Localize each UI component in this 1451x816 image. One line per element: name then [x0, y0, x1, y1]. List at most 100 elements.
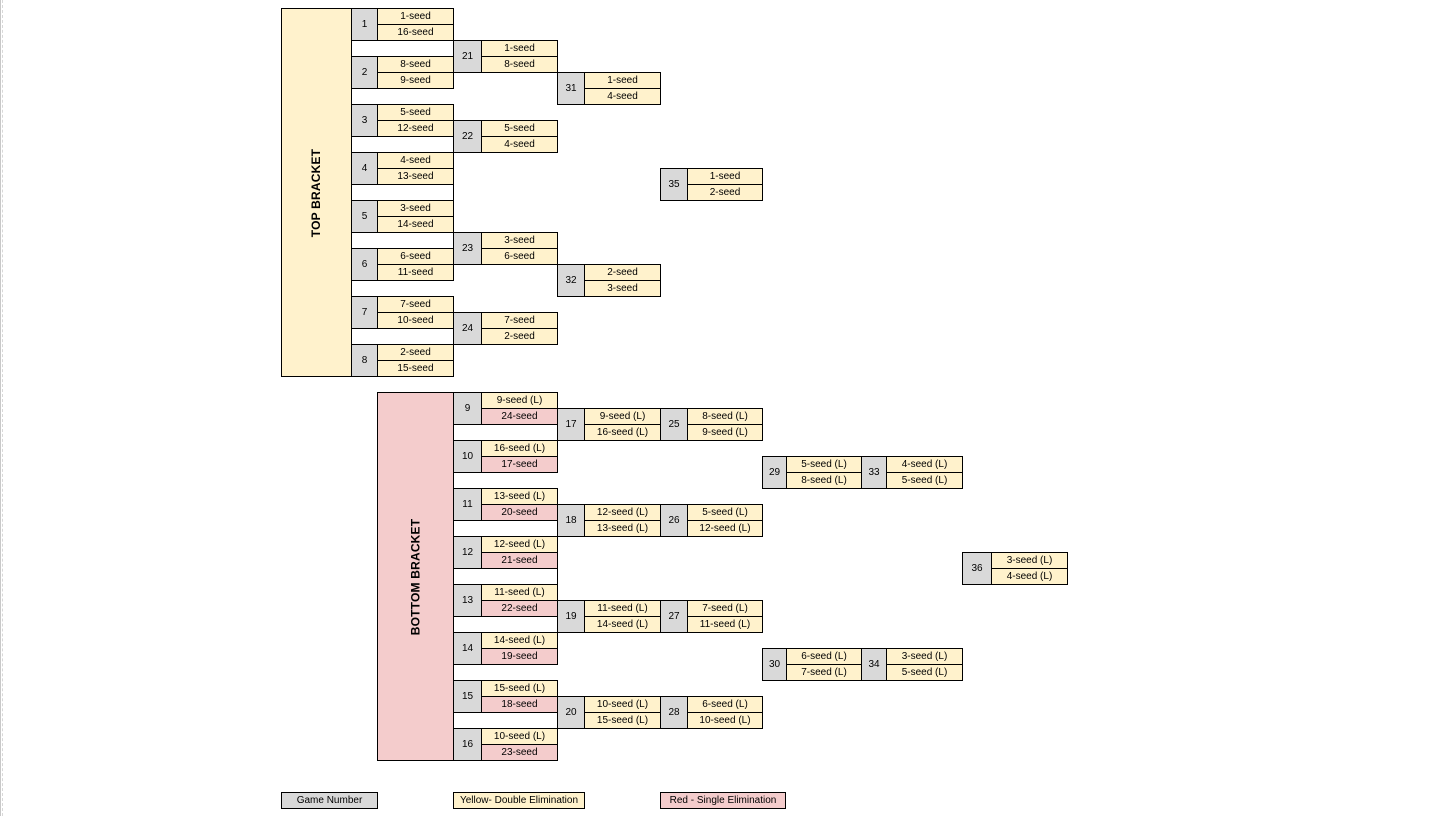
game-number: 29: [762, 456, 787, 489]
team-slot: 14-seed (L): [481, 632, 558, 649]
bracket-spacer: [453, 568, 558, 585]
bracket-spacer: [351, 232, 454, 249]
team-slot: 4-seed: [481, 136, 558, 153]
team-slot: 2-seed: [687, 184, 763, 201]
sheet-left-border: [0, 0, 1, 816]
team-slot: 15-seed: [377, 360, 454, 377]
top-bracket-label-text: TOP BRACKET: [309, 148, 324, 237]
game-number: 17: [557, 408, 585, 441]
team-slot: 15-seed (L): [584, 712, 661, 729]
team-slot: 7-seed (L): [786, 664, 862, 681]
game-number: 8: [351, 344, 378, 377]
game-number: 35: [660, 168, 688, 201]
team-slot: 11-seed: [377, 264, 454, 281]
team-slot: 5-seed: [377, 104, 454, 121]
team-slot: 10-seed: [377, 312, 454, 329]
team-slot: 16-seed: [377, 24, 454, 41]
game-number: 19: [557, 600, 585, 633]
team-slot: 21-seed: [481, 552, 558, 569]
game-number: 23: [453, 232, 482, 265]
game-number: 4: [351, 152, 378, 185]
game-number: 22: [453, 120, 482, 153]
team-slot: 9-seed: [377, 72, 454, 89]
team-slot: 4-seed: [377, 152, 454, 169]
game-number: 6: [351, 248, 378, 281]
game-number: 25: [660, 408, 688, 441]
team-slot: 12-seed (L): [687, 520, 763, 537]
team-slot: 13-seed (L): [584, 520, 661, 537]
bracket-spacer: [351, 328, 454, 345]
team-slot: 16-seed (L): [584, 424, 661, 441]
team-slot: 9-seed (L): [687, 424, 763, 441]
game-number: 24: [453, 312, 482, 345]
team-slot: 8-seed: [481, 56, 558, 73]
team-slot: 9-seed (L): [481, 392, 558, 409]
team-slot: 16-seed (L): [481, 440, 558, 457]
team-slot: 14-seed (L): [584, 616, 661, 633]
team-slot: 11-seed (L): [481, 584, 558, 601]
game-number: 9: [453, 392, 482, 425]
legend-game-number: Game Number: [281, 792, 378, 809]
team-slot: 1-seed: [481, 40, 558, 57]
bottom-bracket-label: BOTTOM BRACKET: [377, 392, 454, 761]
team-slot: 24-seed: [481, 408, 558, 425]
team-slot: 5-seed (L): [886, 664, 963, 681]
team-slot: 2-seed: [377, 344, 454, 361]
team-slot: 15-seed (L): [481, 680, 558, 697]
team-slot: 20-seed: [481, 504, 558, 521]
bottom-bracket-label-text: BOTTOM BRACKET: [408, 518, 423, 635]
game-number: 7: [351, 296, 378, 329]
game-number: 36: [962, 552, 992, 585]
game-number: 32: [557, 264, 585, 297]
team-slot: 1-seed: [377, 8, 454, 25]
team-slot: 12-seed (L): [481, 536, 558, 553]
legend-single-elimination: Red - Single Elimination: [660, 792, 786, 809]
game-number: 10: [453, 440, 482, 473]
team-slot: 13-seed (L): [481, 488, 558, 505]
game-number: 20: [557, 696, 585, 729]
team-slot: 3-seed: [584, 280, 661, 297]
team-slot: 3-seed: [377, 200, 454, 217]
team-slot: 22-seed: [481, 600, 558, 617]
legend-double-elimination: Yellow- Double Elimination: [453, 792, 585, 809]
team-slot: 5-seed (L): [687, 504, 763, 521]
team-slot: 23-seed: [481, 744, 558, 761]
team-slot: 2-seed: [481, 328, 558, 345]
team-slot: 6-seed (L): [786, 648, 862, 665]
team-slot: 10-seed (L): [481, 728, 558, 745]
team-slot: 11-seed (L): [584, 600, 661, 617]
game-number: 30: [762, 648, 787, 681]
game-number: 26: [660, 504, 688, 537]
team-slot: 6-seed: [481, 248, 558, 265]
team-slot: 5-seed: [481, 120, 558, 137]
team-slot: 1-seed: [687, 168, 763, 185]
team-slot: 8-seed (L): [786, 472, 862, 489]
bracket-spacer: [351, 184, 454, 201]
game-number: 31: [557, 72, 585, 105]
game-number: 12: [453, 536, 482, 569]
team-slot: 2-seed: [584, 264, 661, 281]
team-slot: 8-seed (L): [687, 408, 763, 425]
game-number: 16: [453, 728, 482, 761]
game-number: 18: [557, 504, 585, 537]
team-slot: 5-seed (L): [786, 456, 862, 473]
team-slot: 4-seed (L): [886, 456, 963, 473]
team-slot: 9-seed (L): [584, 408, 661, 425]
game-number: 14: [453, 632, 482, 665]
bracket-spacer: [453, 616, 558, 633]
game-number: 34: [861, 648, 887, 681]
game-number: 15: [453, 680, 482, 713]
bracket-spacer: [453, 712, 558, 729]
team-slot: 3-seed (L): [886, 648, 963, 665]
team-slot: 3-seed (L): [991, 552, 1068, 569]
team-slot: 7-seed: [377, 296, 454, 313]
bracket-spacer: [351, 40, 454, 57]
team-slot: 17-seed: [481, 456, 558, 473]
team-slot: 8-seed: [377, 56, 454, 73]
team-slot: 12-seed (L): [584, 504, 661, 521]
game-number: 3: [351, 104, 378, 137]
bracket-spacer: [453, 424, 558, 441]
team-slot: 1-seed: [584, 72, 661, 89]
team-slot: 13-seed: [377, 168, 454, 185]
game-number: 5: [351, 200, 378, 233]
